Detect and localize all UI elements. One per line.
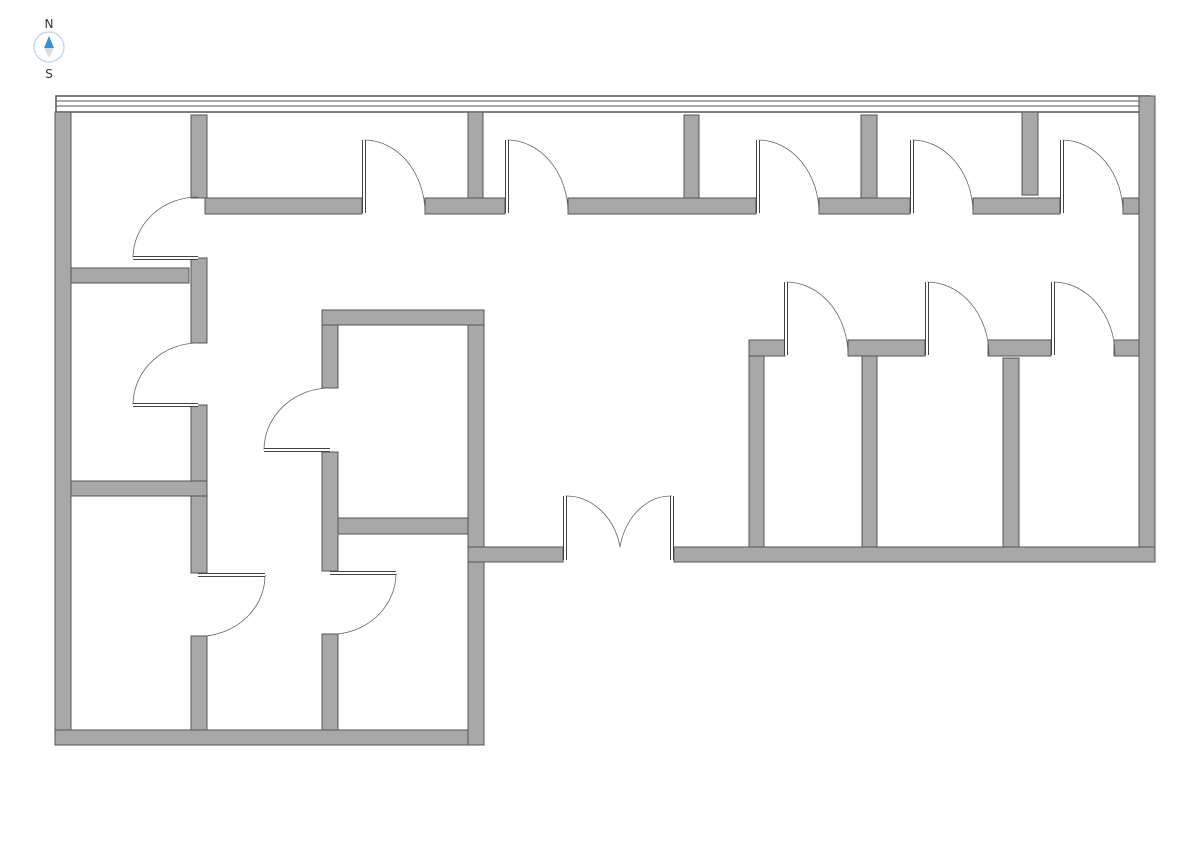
compass-north-label: N [45, 17, 54, 31]
wall-segment [321, 309, 485, 326]
door-swing-arc [205, 574, 266, 637]
wall-segment [321, 451, 339, 572]
wall-segment [1138, 95, 1156, 563]
door-swing-arc [506, 139, 569, 214]
wall-segment [70, 267, 190, 284]
wall-segment [1113, 339, 1140, 357]
door[interactable] [1060, 139, 1124, 214]
wall-segment [424, 197, 506, 215]
wall-segment [467, 309, 485, 746]
door-swing-arc [926, 281, 990, 356]
door[interactable] [198, 573, 266, 637]
door[interactable] [619, 495, 674, 560]
door[interactable] [263, 387, 331, 452]
wall-segment [1122, 197, 1140, 215]
wall-segment [567, 197, 757, 215]
door[interactable] [925, 281, 990, 356]
wall-segment [972, 197, 1061, 215]
wall-segment [673, 546, 1156, 563]
glazing-band [55, 95, 1151, 113]
wall-segment [1021, 111, 1039, 196]
door[interactable] [756, 139, 820, 214]
door-swing-arc [132, 342, 199, 406]
compass-north-arrow-icon [44, 36, 54, 48]
door-swing-arc [757, 139, 820, 214]
door-swing-arc [911, 139, 974, 214]
door[interactable] [910, 139, 974, 214]
wall-segment [467, 546, 564, 563]
wall-segment [190, 257, 208, 344]
wall-segment [860, 114, 878, 199]
wall-segment [54, 729, 485, 746]
door-swing-arc [1061, 139, 1124, 214]
wall-segment [748, 355, 765, 548]
door-swing-arc [363, 139, 426, 214]
wall-segment [1002, 357, 1020, 548]
compass[interactable]: N S [33, 17, 65, 81]
wall-segment [467, 111, 484, 199]
wall-segment [847, 339, 926, 357]
door[interactable] [505, 139, 569, 214]
wall-segment [683, 114, 700, 199]
door-swing-arc [619, 495, 673, 548]
door[interactable] [132, 196, 199, 260]
door-swing-arc [337, 572, 397, 635]
door[interactable] [563, 495, 621, 560]
compass-south-arrow-icon [44, 48, 54, 58]
door[interactable] [784, 281, 849, 356]
doors [132, 139, 1124, 637]
wall-segment [748, 339, 786, 357]
wall-segment [54, 111, 72, 746]
wall-segment [987, 339, 1052, 357]
wall-segment [321, 633, 339, 731]
compass-south-label: S [45, 67, 53, 81]
wall-segment [337, 517, 469, 535]
wall-segment [190, 114, 208, 199]
wall-segment [818, 197, 911, 215]
door[interactable] [362, 139, 426, 214]
wall-segment [321, 324, 339, 389]
door[interactable] [330, 571, 397, 635]
door[interactable] [132, 342, 199, 407]
door-swing-arc [263, 387, 331, 451]
wall-segment [861, 355, 878, 548]
wall-segment [70, 480, 208, 497]
wall-segment [190, 635, 208, 731]
door-swing-arc [785, 281, 849, 356]
wall-segment [204, 197, 363, 215]
door-swing-arc [564, 495, 621, 548]
walls [54, 95, 1156, 746]
door[interactable] [1051, 281, 1116, 356]
door-swing-arc [1052, 281, 1116, 356]
door-swing-arc [132, 196, 199, 259]
